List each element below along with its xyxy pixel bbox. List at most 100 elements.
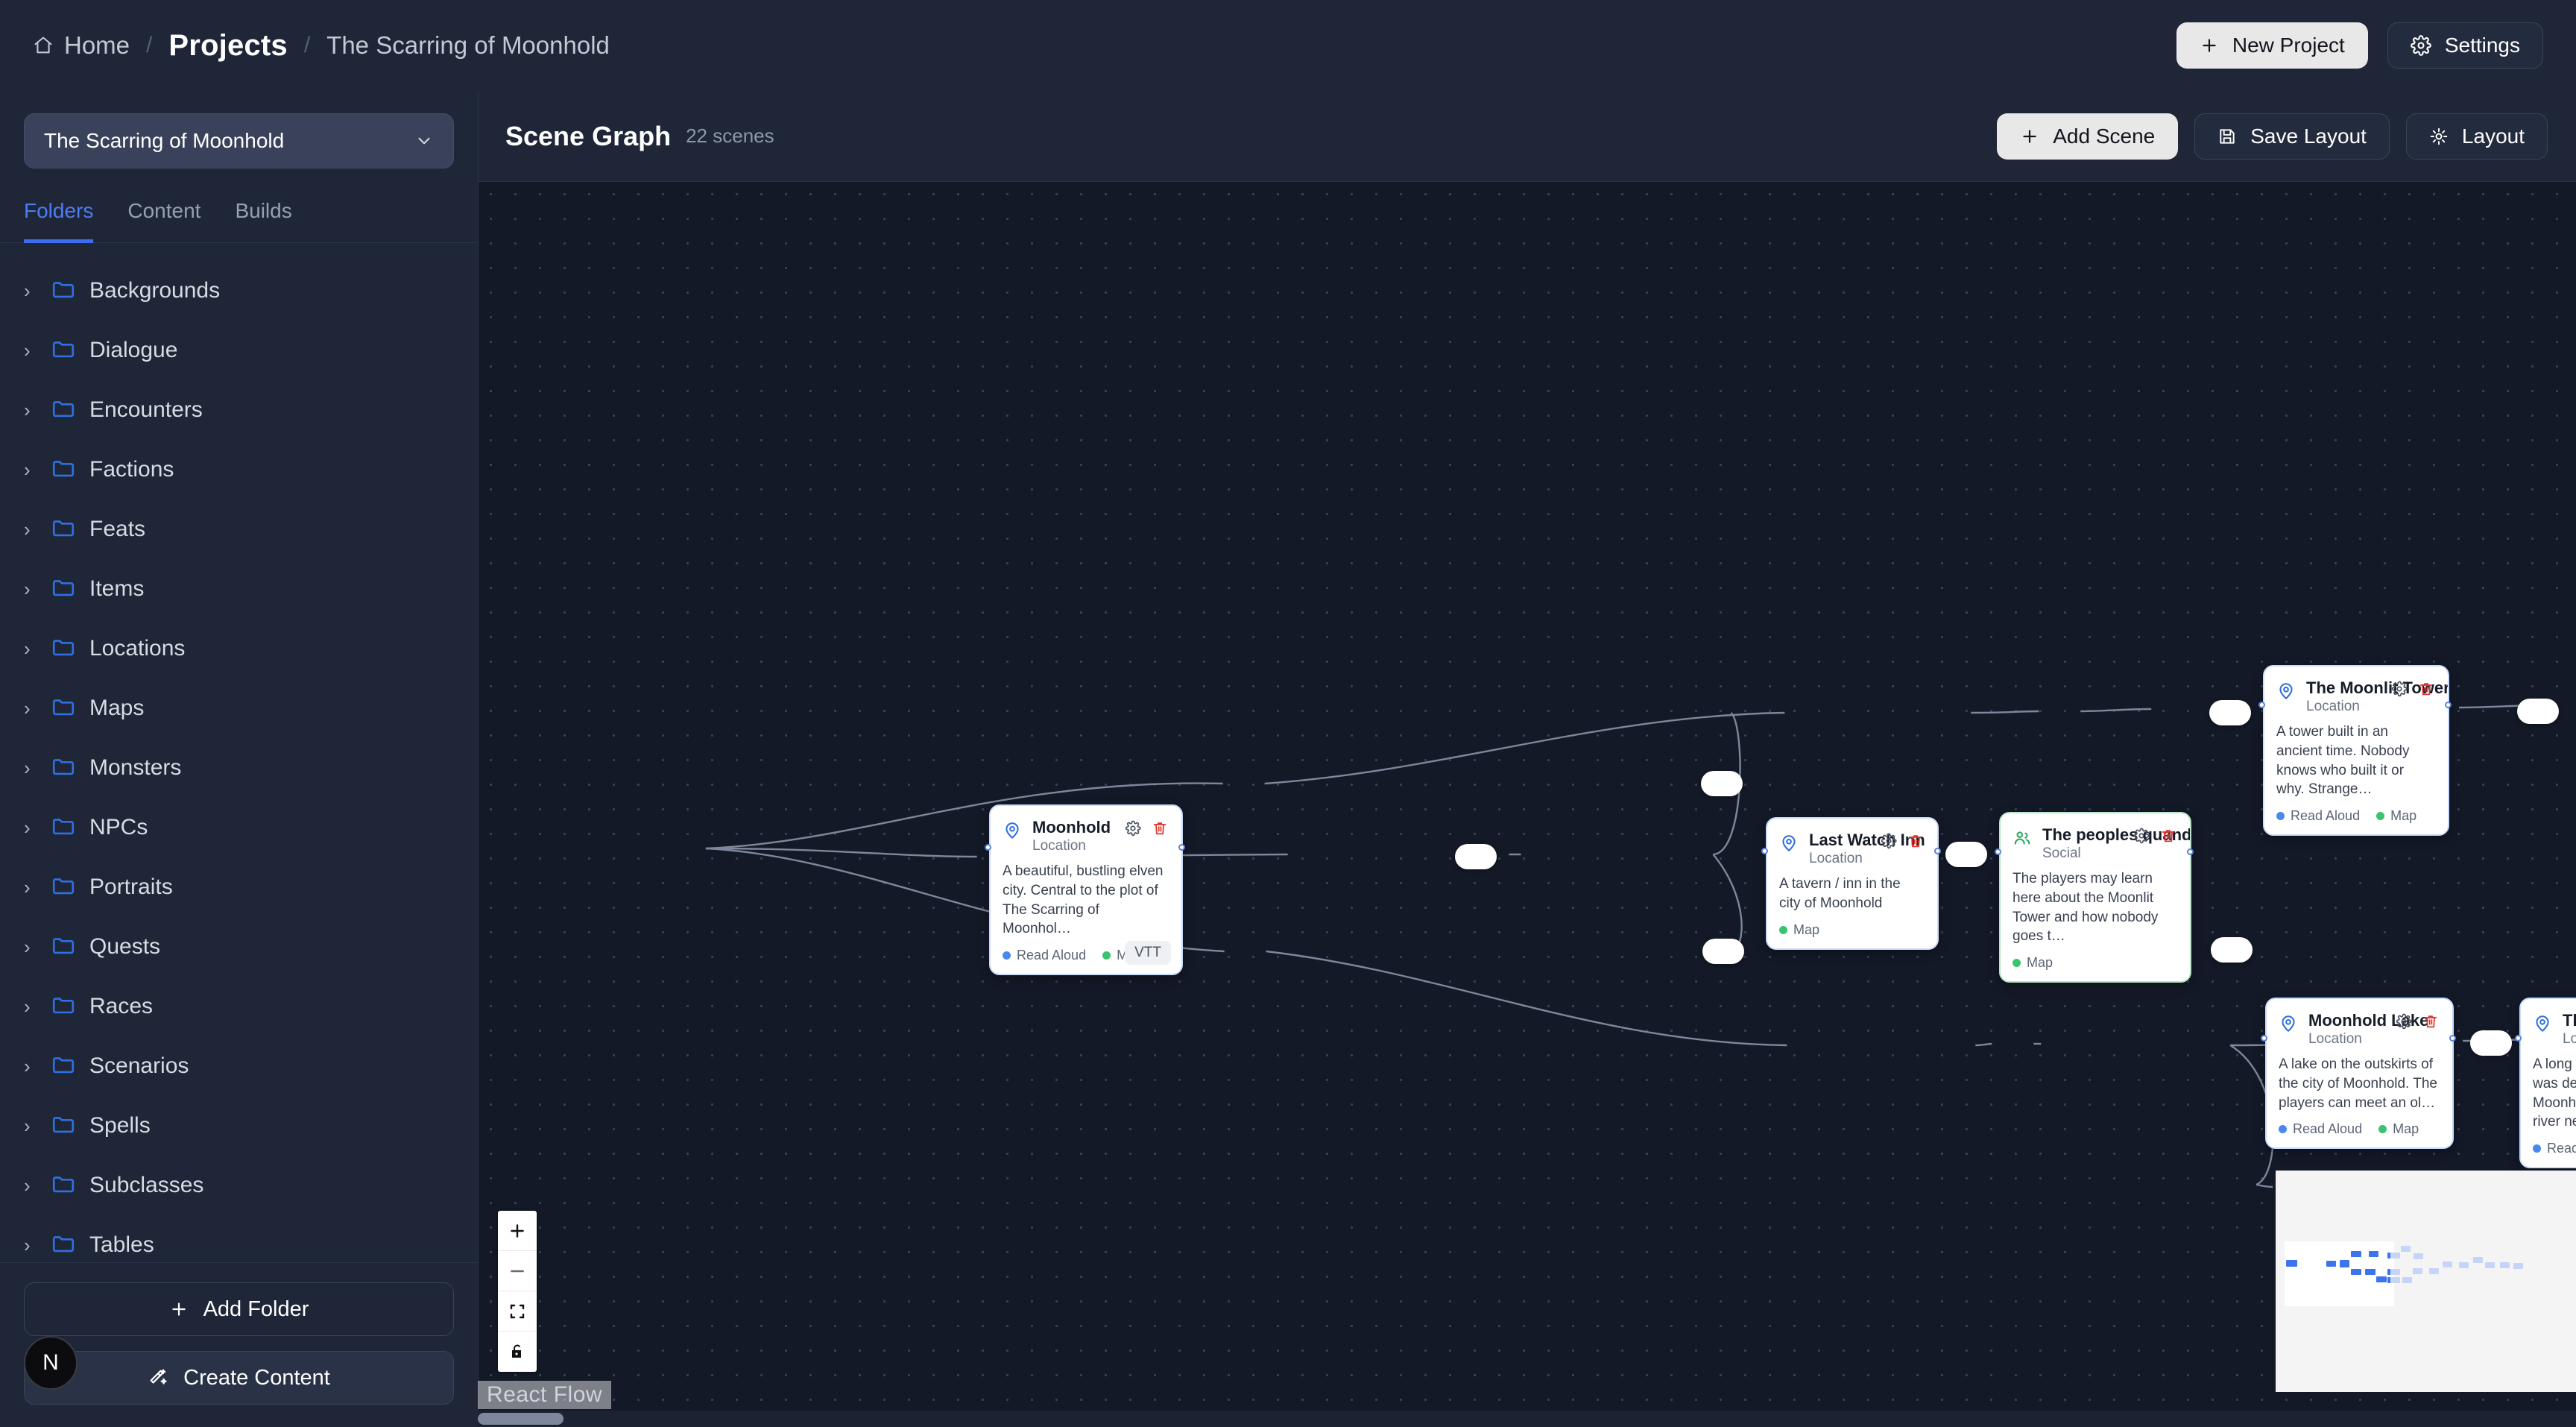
- sidebar-folder-npcs[interactable]: ›NPCs: [0, 798, 478, 857]
- sidebar-folder-encounters[interactable]: ›Encounters: [0, 380, 478, 440]
- node-port-left[interactable]: [985, 844, 991, 851]
- sidebar-folder-portraits[interactable]: ›Portraits: [0, 857, 478, 917]
- scrollbar-thumb[interactable]: [478, 1413, 564, 1425]
- new-project-button[interactable]: New Project: [2176, 22, 2368, 69]
- minimap-node-11: [2387, 1277, 2390, 1283]
- minimap[interactable]: [2276, 1171, 2576, 1392]
- scene-node-last-watch-inn[interactable]: Last Watch Inn Location A tavern / inn i…: [1766, 817, 1939, 950]
- edge-connector-1[interactable]: [1455, 844, 1497, 869]
- avatar[interactable]: N: [24, 1336, 78, 1390]
- node-port-right[interactable]: [2449, 1035, 2456, 1042]
- zoom-in-button[interactable]: [498, 1211, 537, 1251]
- node-port-right[interactable]: [2187, 848, 2194, 855]
- chevron-right-icon[interactable]: ›: [24, 816, 31, 839]
- scene-node-moonlit-tower[interactable]: The Moonlit Tower Location A tower built…: [2263, 665, 2449, 836]
- node-port-left[interactable]: [1995, 848, 2001, 855]
- node-settings-icon[interactable]: [2133, 828, 2150, 848]
- chevron-right-icon[interactable]: ›: [24, 517, 31, 541]
- scene-graph-canvas[interactable]: Moonhold Location A beautiful, bustling …: [479, 182, 2576, 1427]
- node-settings-icon[interactable]: [2396, 1013, 2412, 1033]
- chevron-right-icon[interactable]: ›: [24, 338, 31, 362]
- node-settings-icon[interactable]: [1125, 820, 1141, 840]
- minimap-node-20: [2443, 1261, 2452, 1267]
- edge-connector-3[interactable]: [1702, 939, 1744, 964]
- node-port-left[interactable]: [1761, 848, 1768, 854]
- node-settings-icon[interactable]: [2391, 681, 2408, 701]
- add-folder-button[interactable]: Add Folder: [24, 1282, 454, 1336]
- sidebar-folder-label: Backgrounds: [89, 278, 221, 303]
- settings-button[interactable]: Settings: [2387, 22, 2543, 69]
- create-content-button[interactable]: Create Content: [24, 1351, 454, 1405]
- sidebar-folder-subclasses[interactable]: ›Subclasses: [0, 1156, 478, 1215]
- chevron-right-icon[interactable]: ›: [24, 1054, 31, 1077]
- node-delete-icon[interactable]: [2418, 681, 2434, 701]
- chevron-right-icon[interactable]: ›: [24, 637, 31, 660]
- chevron-right-icon[interactable]: ›: [24, 398, 31, 421]
- breadcrumb-home[interactable]: Home: [33, 31, 130, 60]
- scene-node-drowned-village[interactable]: The Drowned Village Location A long lost…: [2519, 998, 2576, 1168]
- breadcrumb-projects[interactable]: Projects: [168, 28, 288, 62]
- fit-view-button[interactable]: [498, 1291, 537, 1332]
- chevron-right-icon[interactable]: ›: [24, 1233, 31, 1256]
- sidebar-folder-spells[interactable]: ›Spells: [0, 1096, 478, 1156]
- sidebar-folder-locations[interactable]: ›Locations: [0, 619, 478, 678]
- node-delete-icon[interactable]: [2160, 828, 2176, 848]
- sidebar-folder-feats[interactable]: ›Feats: [0, 500, 478, 559]
- edge-connector-4[interactable]: [1945, 842, 1987, 867]
- tab-builds[interactable]: Builds: [235, 199, 292, 222]
- edge-connector-7[interactable]: [2517, 699, 2559, 724]
- node-port-right[interactable]: [2445, 702, 2452, 708]
- chevron-right-icon[interactable]: ›: [24, 935, 31, 958]
- edge-connector-8[interactable]: [2470, 1030, 2512, 1056]
- node-delete-icon[interactable]: [2422, 1013, 2439, 1033]
- tab-folders[interactable]: Folders: [24, 190, 94, 243]
- folder-icon: [51, 1112, 89, 1141]
- edge-connector-5[interactable]: [2209, 700, 2251, 725]
- react-flow-attribution[interactable]: React Flow: [478, 1381, 612, 1409]
- chevron-right-icon[interactable]: ›: [24, 1174, 31, 1197]
- sidebar-folder-factions[interactable]: ›Factions: [0, 440, 478, 500]
- node-port-right[interactable]: [1934, 848, 1941, 854]
- scene-node-peoples-quandry[interactable]: The peoples quandry Social The players m…: [1999, 812, 2191, 983]
- sidebar-folder-quests[interactable]: ›Quests: [0, 917, 478, 977]
- scene-node-moonhold-lake[interactable]: Moonhold Lake Location A lake on the out…: [2265, 998, 2454, 1150]
- sidebar-folder-maps[interactable]: ›Maps: [0, 678, 478, 738]
- chevron-right-icon[interactable]: ›: [24, 756, 31, 779]
- chevron-right-icon[interactable]: ›: [24, 696, 31, 719]
- sidebar-folder-backgrounds[interactable]: › Backgrounds: [0, 261, 478, 321]
- tab-content[interactable]: Content: [127, 199, 201, 222]
- folder-icon: [51, 813, 89, 842]
- edge-connector-6[interactable]: [2211, 937, 2253, 963]
- sidebar-folder-monsters[interactable]: ›Monsters: [0, 738, 478, 798]
- node-port-left[interactable]: [2258, 702, 2265, 708]
- sidebar-folder-items[interactable]: ›Items: [0, 559, 478, 619]
- minimap-node-10: [2387, 1269, 2390, 1275]
- node-settings-icon[interactable]: [1881, 833, 1897, 853]
- node-port-left[interactable]: [2261, 1035, 2267, 1042]
- chevron-right-icon[interactable]: ›: [24, 458, 31, 481]
- sidebar-folder-races[interactable]: ›Races: [0, 977, 478, 1036]
- scene-node-moonhold[interactable]: Moonhold Location A beautiful, bustling …: [989, 804, 1183, 975]
- node-title-group: The peoples quandry Social: [2042, 825, 2190, 862]
- save-layout-button[interactable]: Save Layout: [2194, 113, 2390, 160]
- horizontal-scrollbar[interactable]: [478, 1411, 2576, 1427]
- node-delete-icon[interactable]: [1907, 833, 1924, 853]
- add-scene-button[interactable]: Add Scene: [1997, 113, 2179, 160]
- node-port-right[interactable]: [1178, 844, 1185, 851]
- chevron-right-icon[interactable]: ›: [24, 279, 31, 302]
- chevron-right-icon[interactable]: ›: [24, 577, 31, 600]
- project-selector[interactable]: The Scarring of Moonhold: [24, 113, 454, 168]
- chevron-right-icon[interactable]: ›: [24, 1114, 31, 1137]
- toggle-interactivity-button[interactable]: [498, 1332, 537, 1372]
- chevron-right-icon[interactable]: ›: [24, 875, 31, 898]
- node-delete-icon[interactable]: [1152, 820, 1168, 840]
- edge-connector-2[interactable]: [1701, 771, 1743, 796]
- zoom-out-button[interactable]: [498, 1251, 537, 1291]
- layout-button[interactable]: Layout: [2405, 113, 2548, 160]
- sidebar-folder-tables[interactable]: ›Tables: [0, 1215, 478, 1262]
- node-port-left[interactable]: [2515, 1035, 2522, 1042]
- sidebar-folder-dialogue[interactable]: ›Dialogue: [0, 321, 478, 380]
- chevron-right-icon[interactable]: ›: [24, 995, 31, 1018]
- node-tag: Read Aloud: [2279, 1121, 2362, 1137]
- sidebar-folder-scenarios[interactable]: ›Scenarios: [0, 1036, 478, 1096]
